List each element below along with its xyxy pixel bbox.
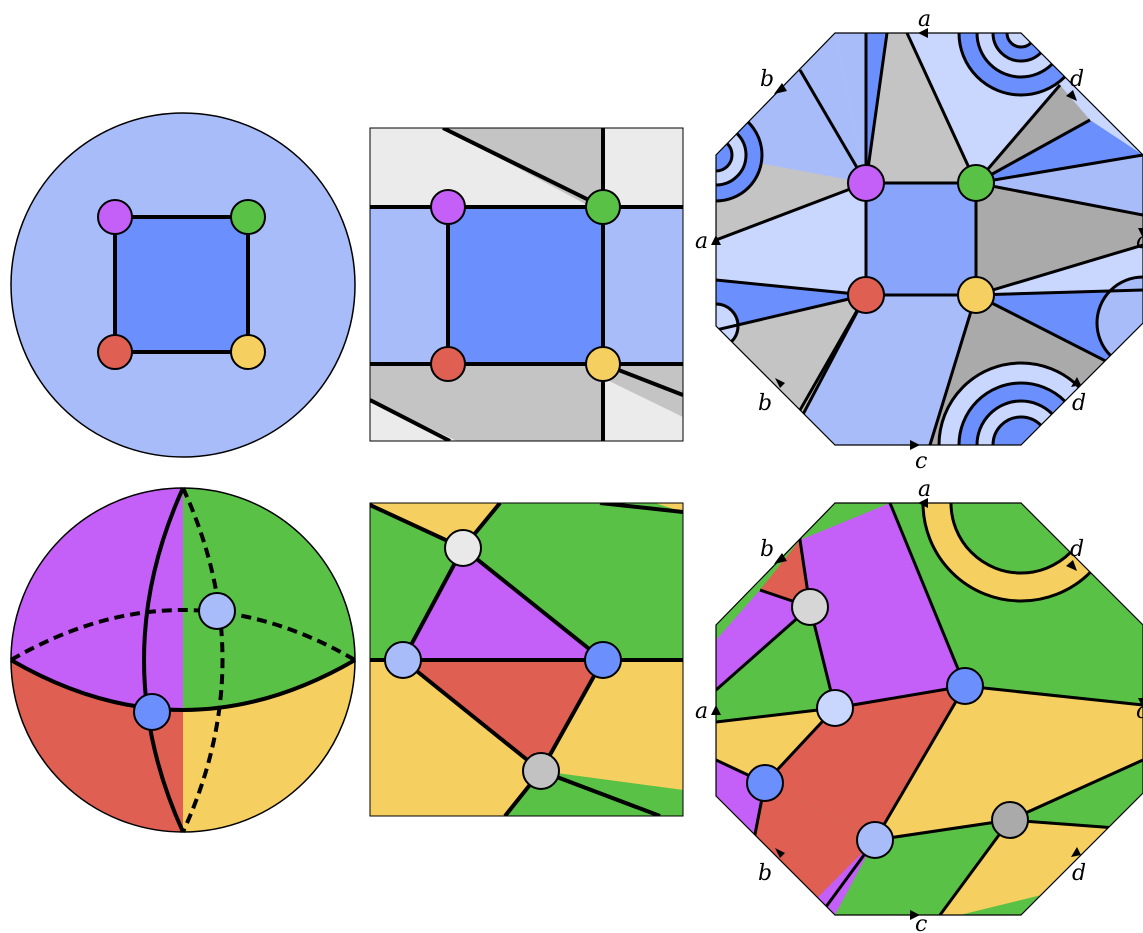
face-blue-center bbox=[866, 183, 976, 295]
arrow-top bbox=[918, 28, 928, 38]
edge-label-lower-right: d bbox=[1072, 861, 1086, 886]
vertex-purple bbox=[847, 164, 885, 202]
vertex-blue-light bbox=[384, 641, 422, 679]
meridian-back bbox=[181, 487, 225, 833]
face-purple bbox=[403, 548, 603, 660]
edge-label-upper-left: b bbox=[760, 537, 774, 562]
panel-square-top bbox=[369, 127, 684, 442]
edge-label-lower-left: b bbox=[758, 391, 772, 416]
vertex-yellow bbox=[957, 276, 995, 314]
panel-octagon-bottom: a a b b c c d d bbox=[695, 477, 1143, 933]
equator-back bbox=[9, 608, 357, 662]
vertex-purple bbox=[97, 199, 133, 235]
vertex-blue-left bbox=[746, 764, 784, 802]
panel-sphere bbox=[9, 487, 357, 833]
panel-octagon-top: a a b b c c d d bbox=[695, 7, 1143, 474]
vertex-gray-dark bbox=[991, 801, 1029, 839]
arrow-upper-left bbox=[774, 83, 787, 94]
edge-label-upper-left: b bbox=[760, 67, 774, 92]
face-yellow-right bbox=[541, 660, 683, 790]
vertex-yellow bbox=[230, 334, 266, 370]
face-red-center bbox=[765, 686, 965, 840]
edge-label-bottom: c bbox=[915, 912, 927, 933]
arrow-left bbox=[711, 235, 721, 245]
vertex-red bbox=[430, 346, 466, 382]
panel-square-bottom bbox=[369, 502, 684, 817]
vertex-red bbox=[97, 334, 133, 370]
vertex-yellow bbox=[585, 346, 621, 382]
edge-label-right: c bbox=[1136, 699, 1143, 724]
arrow-bottom bbox=[910, 440, 920, 450]
edge-label-right: c bbox=[1136, 229, 1143, 254]
edge-label-left: a bbox=[695, 229, 708, 254]
equator-front bbox=[9, 658, 357, 712]
face-blue-center bbox=[448, 207, 603, 364]
vertex-blue-front bbox=[133, 693, 171, 731]
edge-label-upper-right: d bbox=[1070, 67, 1084, 92]
vertex-green bbox=[230, 199, 266, 235]
face-yellow-left bbox=[370, 660, 541, 816]
vertex-gray bbox=[522, 752, 560, 790]
vertex-green bbox=[957, 164, 995, 202]
vertex-red bbox=[847, 276, 885, 314]
face-purple-top bbox=[800, 503, 965, 708]
edge-label-left: a bbox=[695, 699, 708, 724]
arrow-lower-right bbox=[1071, 377, 1081, 387]
arrow-upper-right bbox=[1066, 90, 1077, 101]
arrow-lower-left bbox=[775, 378, 785, 388]
vertex-green bbox=[585, 189, 621, 225]
vertex-purple bbox=[430, 189, 466, 225]
inner-square-face bbox=[113, 215, 250, 354]
arrow-right bbox=[1138, 228, 1143, 238]
vertex-pale-blue bbox=[816, 689, 854, 727]
edge-label-bottom: c bbox=[915, 449, 927, 474]
vertex-blue bbox=[584, 641, 622, 679]
edge-label-lower-right: d bbox=[1072, 391, 1086, 416]
vertex-blue-light-lower bbox=[856, 821, 894, 859]
meridian-front bbox=[142, 487, 185, 833]
face-red bbox=[403, 660, 603, 771]
vertex-gray-light bbox=[791, 588, 829, 626]
vertex-white bbox=[444, 529, 482, 567]
edge-label-top: a bbox=[918, 7, 931, 32]
panel-disk bbox=[10, 112, 356, 458]
vertex-blue-upper bbox=[946, 667, 984, 705]
edge-label-lower-left: b bbox=[758, 861, 772, 886]
vertex-blue-back bbox=[198, 592, 236, 630]
edge-label-top: a bbox=[918, 477, 931, 502]
edge-label-upper-right: d bbox=[1070, 537, 1084, 562]
